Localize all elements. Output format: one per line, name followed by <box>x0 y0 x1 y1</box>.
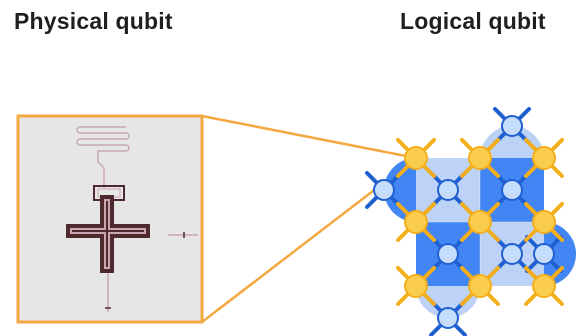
data-qubit <box>396 138 436 178</box>
data-qubit <box>524 202 564 242</box>
physical-qubit-title: Physical qubit <box>14 8 173 34</box>
data-qubit <box>524 138 564 178</box>
data-qubits <box>396 138 564 306</box>
boundary-stabilizer <box>544 222 576 286</box>
measure-qubit <box>493 107 531 145</box>
measure-qubits <box>365 107 563 336</box>
physical-chip-inset <box>16 114 204 324</box>
data-qubit <box>396 266 436 306</box>
measure-qubit <box>429 171 467 209</box>
measure-qubit <box>365 171 403 209</box>
zoom-connector-lines <box>201 114 417 323</box>
measure-qubit <box>429 235 467 273</box>
measure-qubit <box>525 235 563 273</box>
measure-qubit <box>493 235 531 273</box>
data-qubit <box>460 266 500 306</box>
data-qubit <box>396 202 436 242</box>
data-qubit <box>460 138 500 178</box>
boundary-stabilizer <box>384 158 416 222</box>
measure-qubit <box>493 171 531 209</box>
boundary-stabilizer <box>416 286 480 318</box>
meander-resonator <box>76 126 130 188</box>
data-qubit <box>524 266 564 306</box>
logical-qubit-title: Logical qubit <box>400 8 546 34</box>
boundary-stabilizer <box>480 126 544 158</box>
data-qubit <box>460 202 500 242</box>
measure-qubit <box>429 299 467 336</box>
